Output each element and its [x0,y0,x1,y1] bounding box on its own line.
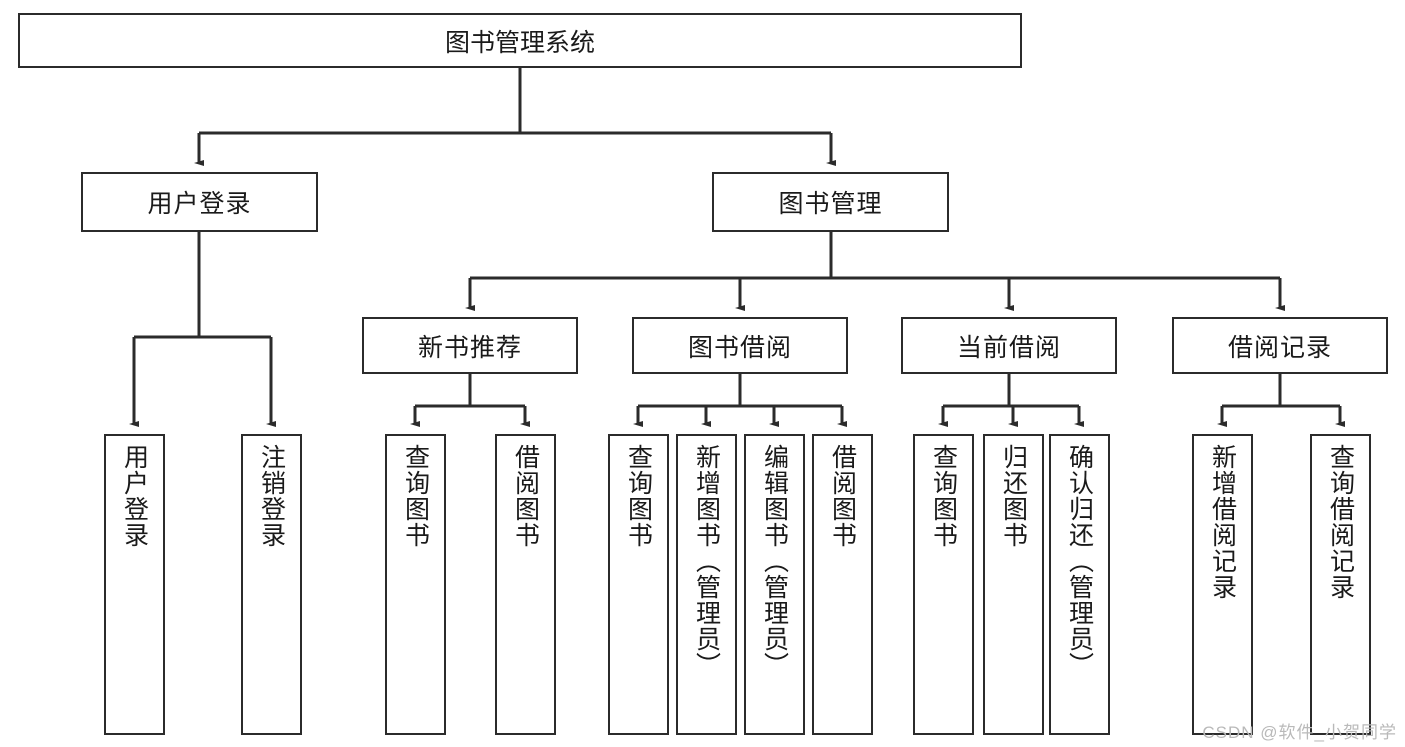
node-label: 用户登录 [147,190,252,218]
node-label: 确认归还（管理员） [1065,444,1094,678]
node-label: 查询图书 [624,444,653,548]
node-label: 查询图书 [929,444,958,548]
node-new-book-recommend[interactable]: 新书推荐 [362,317,578,374]
node-label: 当前借阅 [956,333,1061,362]
node-user-login[interactable]: 用户登录 [81,172,318,232]
node-label: 图书管理 [778,190,883,218]
node-borrow-record[interactable]: 借阅记录 [1172,317,1388,374]
node-label: 用户登录 [120,444,149,548]
leaf-borrow-add-book[interactable]: 新增图书（管理员） [676,434,737,735]
node-label: 新增借阅记录 [1208,444,1237,600]
leaf-record-add-record[interactable]: 新增借阅记录 [1192,434,1253,735]
node-label: 查询图书 [401,444,430,548]
leaf-user-logout[interactable]: 注销登录 [241,434,302,735]
node-label: 编辑图书（管理员） [760,444,789,678]
leaf-record-query-record[interactable]: 查询借阅记录 [1310,434,1371,735]
node-label: 新书推荐 [417,333,522,362]
leaf-current-confirm-return[interactable]: 确认归还（管理员） [1049,434,1110,735]
leaf-borrow-edit-book[interactable]: 编辑图书（管理员） [744,434,805,735]
node-label: 图书借阅 [687,333,792,362]
node-label: 借阅图书 [828,444,857,548]
node-book-borrow[interactable]: 图书借阅 [632,317,848,374]
node-book-management[interactable]: 图书管理 [712,172,949,232]
node-label: 新增图书（管理员） [692,444,721,678]
watermark: CSDN @软件_小贺同学 [1202,723,1397,742]
leaf-user-login[interactable]: 用户登录 [104,434,165,735]
node-label: 借阅记录 [1227,333,1332,362]
node-label: 借阅图书 [511,444,540,548]
leaf-newbook-borrow-book[interactable]: 借阅图书 [495,434,556,735]
node-label: 查询借阅记录 [1326,444,1355,600]
node-label: 图书管理系统 [444,28,595,57]
node-label: 注销登录 [257,444,286,548]
leaf-borrow-query-book[interactable]: 查询图书 [608,434,669,735]
leaf-newbook-query-book[interactable]: 查询图书 [385,434,446,735]
leaf-current-return-book[interactable]: 归还图书 [983,434,1044,735]
node-current-borrow[interactable]: 当前借阅 [901,317,1117,374]
node-label: 归还图书 [999,444,1028,548]
leaf-borrow-borrow-book[interactable]: 借阅图书 [812,434,873,735]
leaf-current-query-book[interactable]: 查询图书 [913,434,974,735]
node-root-system[interactable]: 图书管理系统 [18,13,1022,68]
